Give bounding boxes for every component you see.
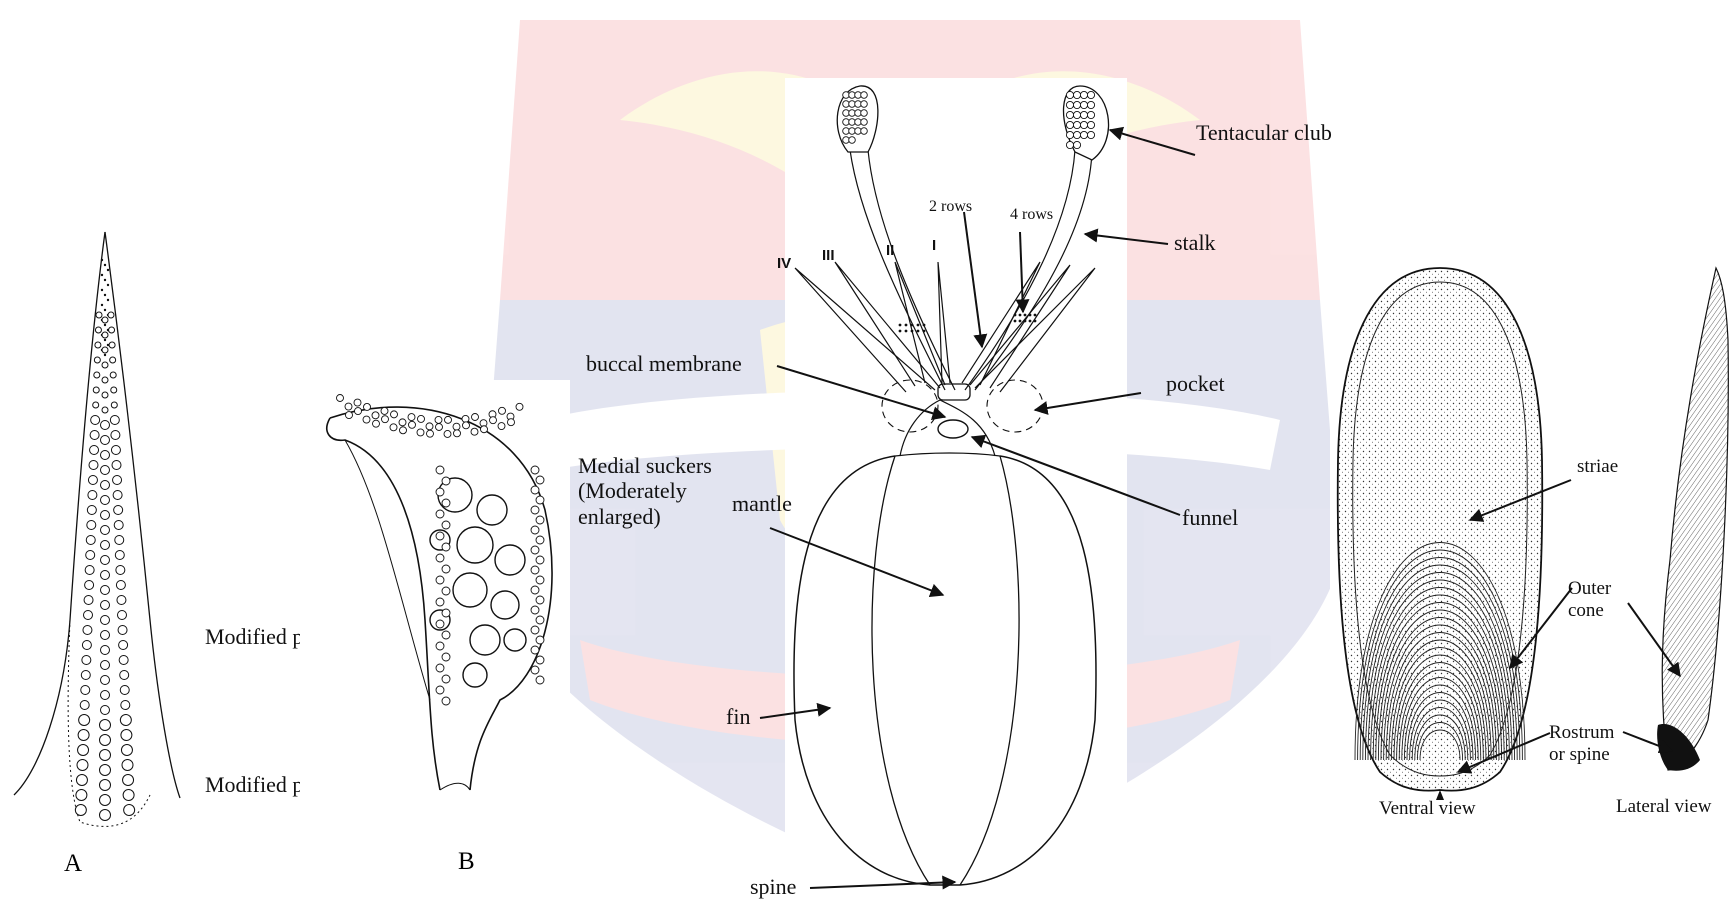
striae-label: striae — [1577, 456, 1618, 478]
outer-cone-label: Outer cone — [1568, 578, 1628, 622]
ventral-view-label: Ventral view — [1379, 798, 1476, 820]
lateral-view-label: Lateral view — [1616, 796, 1711, 818]
rostrum-or-spine-label: Rostrum or spine — [1549, 722, 1629, 766]
